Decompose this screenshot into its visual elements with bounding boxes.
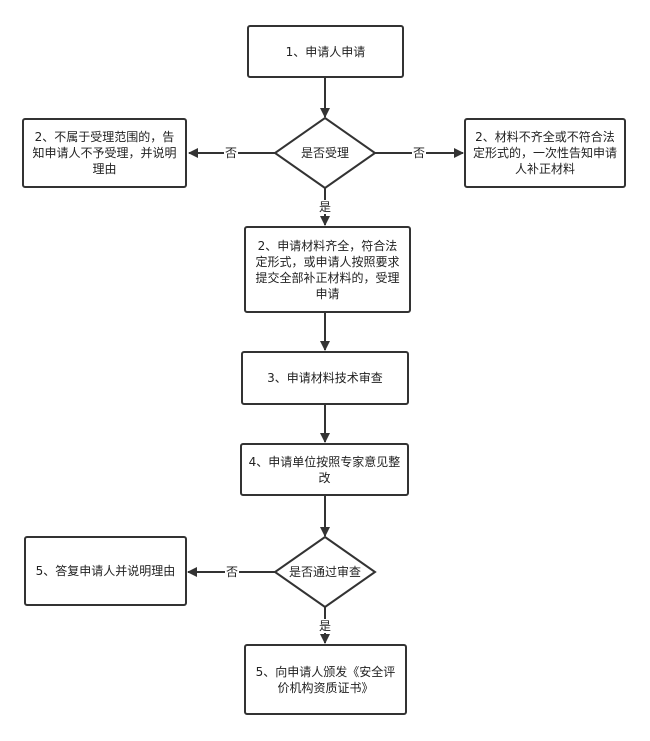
node-rectify-text: 4、申请单位按照专家意见整改 xyxy=(248,454,401,485)
node-apply: 1、申请人申请 xyxy=(247,25,404,78)
node-issue: 5、向申请人颁发《安全评价机构资质证书》 xyxy=(244,644,407,715)
node-tech-review-text: 3、申请材料技术审查 xyxy=(267,371,383,385)
node-accept-text: 2、申请材料齐全，符合法定形式，或申请人按照要求提交全部补正材料的，受理申请 xyxy=(255,238,400,301)
node-accept: 2、申请材料齐全，符合法定形式，或申请人按照要求提交全部补正材料的，受理申请 xyxy=(244,226,411,313)
node-reject-scope-text: 2、不属于受理范围的，告知申请人不予受理，并说明理由 xyxy=(32,130,177,176)
node-incomplete-text: 2、材料不齐全或不符合法定形式的，一次性告知申请人补正材料 xyxy=(472,130,617,176)
node-reply-text: 5、答复申请人并说明理由 xyxy=(35,564,176,578)
edge-label-yes-review: 是 xyxy=(318,619,333,633)
edge-label-no-left: 否 xyxy=(224,146,239,160)
decision-accept-text: 是否受理 xyxy=(300,146,349,160)
edge-label-no-right: 否 xyxy=(412,146,427,160)
node-apply-text: 1、申请人申请 xyxy=(285,44,366,59)
node-reply: 5、答复申请人并说明理由 xyxy=(24,536,187,606)
node-issue-text: 5、向申请人颁发《安全评价机构资质证书》 xyxy=(255,664,396,695)
node-incomplete: 2、材料不齐全或不符合法定形式的，一次性告知申请人补正材料 xyxy=(464,118,626,188)
node-tech-review: 3、申请材料技术审查 xyxy=(241,351,409,405)
edge-label-no-review: 否 xyxy=(225,565,240,579)
node-rectify: 4、申请单位按照专家意见整改 xyxy=(240,443,409,496)
decision-review-text: 是否通过审查 xyxy=(288,565,361,579)
edge-label-yes-accept: 是 xyxy=(318,200,333,214)
node-reject-scope: 2、不属于受理范围的，告知申请人不予受理，并说明理由 xyxy=(22,118,187,188)
